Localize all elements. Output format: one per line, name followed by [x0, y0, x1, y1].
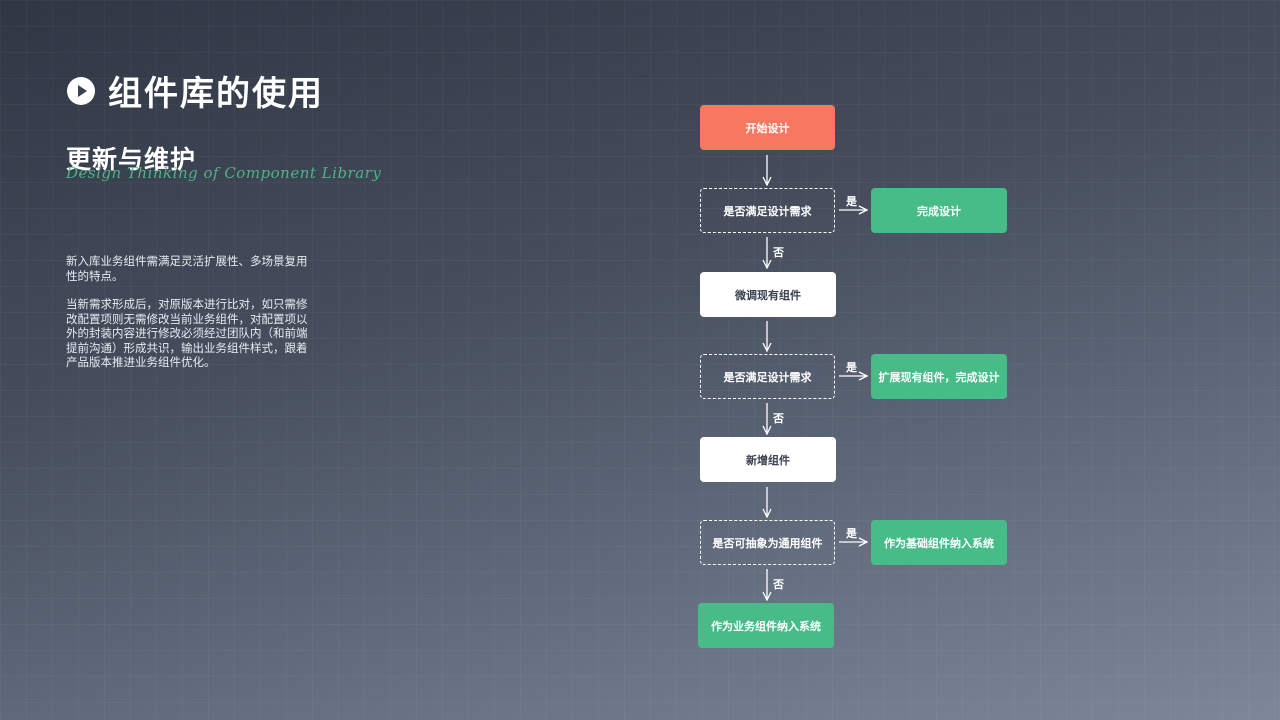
result-node-2: 扩展现有组件，完成设计 — [871, 354, 1007, 399]
final-node: 作为业务组件纳入系统 — [698, 603, 834, 648]
description-paragraph-2: 当新需求形成后，对原版本进行比对，如只需修改配置项则无需修改当前业务组件，对配置… — [66, 297, 308, 369]
section-title: 更新与维护 — [66, 145, 197, 174]
section-heading: 更新与维护 Design Thinking of Component Libra… — [66, 140, 381, 182]
no-label-3: 否 — [773, 578, 784, 591]
decision-node-2: 是否满足设计需求 — [700, 354, 835, 399]
start-node: 开始设计 — [700, 105, 835, 150]
no-label-2: 否 — [773, 412, 784, 425]
process-node-2: 新增组件 — [700, 437, 836, 482]
decision-node-3: 是否可抽象为通用组件 — [700, 520, 835, 565]
yes-label-3: 是 — [846, 527, 857, 540]
yes-label-1: 是 — [846, 195, 857, 208]
header: 组件库的使用 — [66, 66, 324, 115]
description-paragraph-1: 新入库业务组件需满足灵活扩展性、多场景复用性的特点。 — [66, 254, 308, 283]
no-label-1: 否 — [773, 246, 784, 259]
process-node-1: 微调现有组件 — [700, 272, 836, 317]
result-node-1: 完成设计 — [871, 188, 1007, 233]
description: 新入库业务组件需满足灵活扩展性、多场景复用性的特点。 当新需求形成后，对原版本进… — [66, 254, 318, 384]
result-node-3: 作为基础组件纳入系统 — [871, 520, 1007, 565]
play-circle-icon — [67, 76, 95, 105]
yes-label-2: 是 — [846, 361, 857, 374]
decision-node-1: 是否满足设计需求 — [700, 188, 835, 233]
page-title: 组件库的使用 — [108, 74, 324, 114]
section-script-text: Design Thinking of Component Library — [66, 164, 382, 182]
